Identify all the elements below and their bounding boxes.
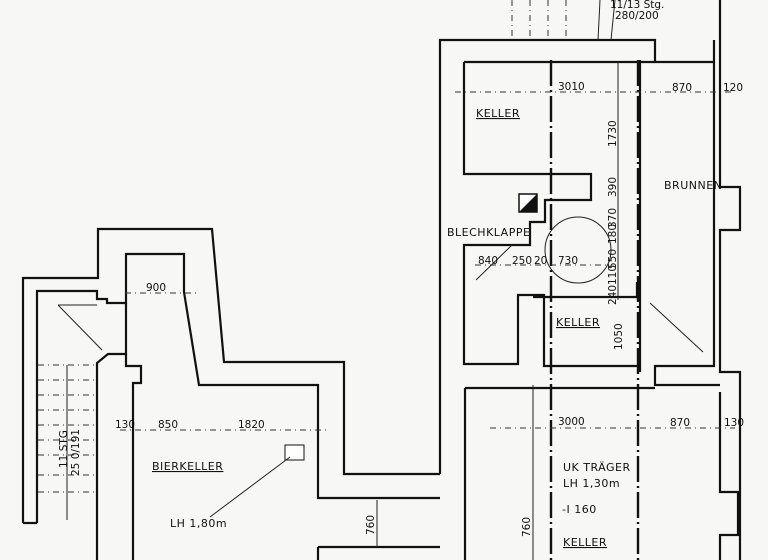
dim-130-lower: 130 <box>724 417 744 429</box>
wall-right-outer <box>438 38 716 474</box>
stair-note-left-1: 11 STG <box>58 430 70 468</box>
hatch-icon <box>518 193 538 213</box>
room-label-bierkeller: BIERKELLER <box>152 460 223 473</box>
stair-note-top-2: 280/200 <box>615 10 659 22</box>
room-label-blechklappe: BLECHKLAPPE <box>447 226 530 239</box>
wall-keller-mid <box>533 282 639 299</box>
wall-right-facade <box>718 0 742 560</box>
dim-120: 120 <box>723 82 743 94</box>
wall-stair-divider <box>95 303 128 560</box>
diagonal-1 <box>475 244 513 281</box>
dim-730: 730 <box>558 255 578 267</box>
dim-240: 240 <box>607 285 619 305</box>
dim-180: 180 <box>607 224 619 244</box>
well-circle <box>544 216 612 284</box>
diagonal-2 <box>649 302 704 353</box>
dim-20: 20 <box>534 255 547 267</box>
dim-760-left: 760 <box>365 515 377 535</box>
dim-390: 390 <box>607 177 619 197</box>
wall-east-lower <box>718 392 740 560</box>
wall-left-inner <box>35 252 440 523</box>
dim-250: 250 <box>512 255 532 267</box>
wall-bierkeller-west <box>124 354 143 560</box>
stairs-left <box>38 304 103 520</box>
slope-arrow <box>209 456 291 518</box>
stairs-top <box>511 0 616 41</box>
dim-3000: 3000 <box>558 416 585 428</box>
dim-1050: 1050 <box>613 323 625 350</box>
dim-870-lower: 870 <box>670 417 690 429</box>
room-label-keller-bottom: KELLER <box>563 536 607 549</box>
dim-900: 900 <box>146 282 166 294</box>
dim-840: 840 <box>478 255 498 267</box>
wall-left-outer <box>21 227 440 523</box>
room-label-keller-top: KELLER <box>476 107 520 120</box>
drain-grate-icon <box>284 444 305 461</box>
wall-east-inner <box>653 62 720 387</box>
stair-note-top-1: 11/13 Stg. <box>610 0 664 11</box>
room-note-uk-traeger: UK TRÄGER <box>563 461 631 474</box>
stair-note-left-2: 25 0/191 <box>70 429 82 476</box>
room-note-i160: -I 160 <box>562 503 597 516</box>
dim-1820: 1820 <box>238 419 265 431</box>
room-label-brunnen: BRUNNEN <box>664 179 722 192</box>
room-label-keller-mid: KELLER <box>556 316 600 329</box>
dim-110: 110 <box>607 265 619 285</box>
dim-370: 370 <box>607 208 619 228</box>
dim-1730: 1730 <box>607 120 619 147</box>
dim-870-top: 870 <box>672 82 692 94</box>
dim-130: 130 <box>115 419 135 431</box>
dim-850: 850 <box>158 419 178 431</box>
dim-550: 550 <box>607 249 619 269</box>
room-note-lh-lower: LH 1,30m <box>563 477 620 490</box>
dim-3010: 3010 <box>558 81 585 93</box>
dim-760-right: 760 <box>521 517 533 537</box>
wall-keller-room <box>462 62 637 368</box>
room-note-lh: LH 1,80m <box>170 517 227 530</box>
